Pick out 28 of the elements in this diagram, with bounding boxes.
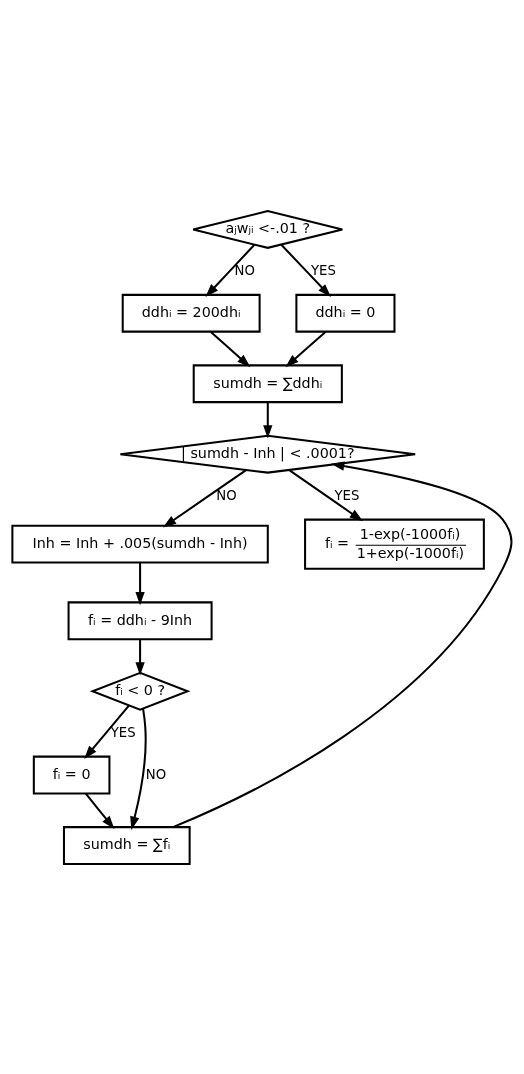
arrow xyxy=(285,330,327,367)
node-box: Inh = Inh + .005(sumdh - Inh) xyxy=(11,524,269,564)
arrow xyxy=(162,468,247,527)
arrow xyxy=(280,243,331,297)
node-diamond: fᵢ < 0 ? xyxy=(89,671,191,711)
node-box: fᵢ = 0 xyxy=(32,755,111,794)
node-box: sumdh = ∑ddhᵢ xyxy=(192,363,343,403)
node-diamond: aⱼwⱼᵢ <-.01 ? xyxy=(192,209,344,249)
edge-label: YES xyxy=(311,262,336,278)
edge-label: NO xyxy=(145,766,167,781)
arrow xyxy=(172,460,513,828)
arrow xyxy=(130,708,147,830)
arrow xyxy=(135,638,145,675)
arrow xyxy=(263,401,273,438)
arrow xyxy=(210,330,251,367)
arrow xyxy=(135,562,145,605)
edge-label: YES xyxy=(110,724,136,740)
node-box: ddhᵢ = 0 xyxy=(295,293,396,333)
edge-label: NO xyxy=(234,262,255,278)
node-box: fᵢ = ddhᵢ - 9Inh xyxy=(67,600,213,640)
node-box: sumdh = ∑fᵢ xyxy=(62,825,191,865)
node-box: ddhᵢ = 200dhᵢ xyxy=(121,293,261,333)
edge-label: YES xyxy=(334,487,360,503)
arrow xyxy=(84,704,130,759)
arrow xyxy=(288,468,363,521)
arrow xyxy=(205,243,256,297)
arrow xyxy=(85,792,115,829)
edge-label: NO xyxy=(216,487,237,503)
